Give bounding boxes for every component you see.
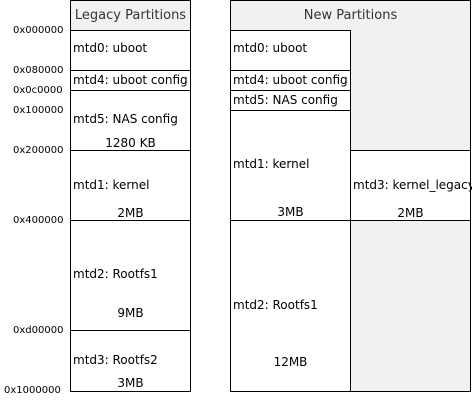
legacy-partition-mtd2: mtd2: Rootfs1 9MB bbox=[70, 220, 191, 331]
new-partition-mtd4: mtd4: uboot config bbox=[230, 70, 351, 91]
new-partition-mtd0: mtd0: uboot bbox=[230, 30, 351, 71]
legacy-partition-mtd0: mtd0: uboot bbox=[70, 30, 191, 71]
address-label: 0x100000 bbox=[13, 105, 64, 116]
address-label: 0x200000 bbox=[13, 145, 64, 156]
legacy-partition-mtd3: mtd3: Rootfs2 3MB bbox=[70, 330, 191, 392]
partition-size: 1280 KB bbox=[105, 136, 156, 150]
partition-name: mtd1: kernel bbox=[73, 178, 150, 192]
partition-size: 2MB bbox=[117, 206, 144, 220]
address-label: 0xd00000 bbox=[13, 325, 64, 336]
new-partition-mtd1: mtd1: kernel 3MB bbox=[230, 110, 351, 221]
new-partition-mtd3-kernel-legacy: mtd3: kernel_legacy 2MB bbox=[350, 150, 472, 221]
address-label: 0x400000 bbox=[13, 215, 64, 226]
partition-size: 3MB bbox=[277, 205, 304, 219]
partition-name: mtd3: Rootfs2 bbox=[73, 353, 158, 367]
partition-name: mtd2: Rootfs1 bbox=[233, 298, 318, 312]
new-partition-mtd2: mtd2: Rootfs1 12MB bbox=[230, 220, 351, 392]
legacy-partition-mtd1: mtd1: kernel 2MB bbox=[70, 150, 191, 221]
partition-name: mtd1: kernel bbox=[233, 157, 310, 171]
partition-name: mtd3: kernel_legacy bbox=[353, 178, 472, 192]
partition-name: mtd4: uboot config bbox=[233, 73, 348, 87]
legacy-column-title: Legacy Partitions bbox=[74, 8, 187, 23]
partition-name: mtd0: uboot bbox=[233, 41, 308, 55]
partition-size: 3MB bbox=[117, 376, 144, 390]
address-label: 0x0c0000 bbox=[13, 85, 63, 96]
partition-size: 12MB bbox=[273, 355, 308, 369]
address-label: 0x000000 bbox=[13, 25, 64, 36]
new-partitions-column: New Partitions mtd0: uboot mtd4: uboot c… bbox=[230, 0, 472, 392]
partition-size: 9MB bbox=[117, 306, 144, 320]
address-label: 0x080000 bbox=[13, 65, 64, 76]
address-label: 0x1000000 bbox=[4, 385, 61, 396]
partition-name: mtd0: uboot bbox=[73, 41, 148, 55]
partition-name: mtd4: uboot config bbox=[73, 73, 188, 87]
legacy-partition-mtd4: mtd4: uboot config bbox=[70, 70, 191, 91]
partition-name: mtd2: Rootfs1 bbox=[73, 267, 158, 281]
legacy-partition-mtd5: mtd5: NAS config 1280 KB bbox=[70, 90, 191, 151]
partition-name: mtd5: NAS config bbox=[233, 93, 338, 107]
partition-name: mtd5: NAS config bbox=[73, 112, 178, 126]
new-column-title: New Partitions bbox=[303, 8, 398, 23]
partition-size: 2MB bbox=[397, 206, 424, 220]
legacy-partitions-column: Legacy Partitions mtd0: uboot mtd4: uboo… bbox=[70, 0, 191, 392]
new-partition-mtd5: mtd5: NAS config bbox=[230, 90, 351, 111]
